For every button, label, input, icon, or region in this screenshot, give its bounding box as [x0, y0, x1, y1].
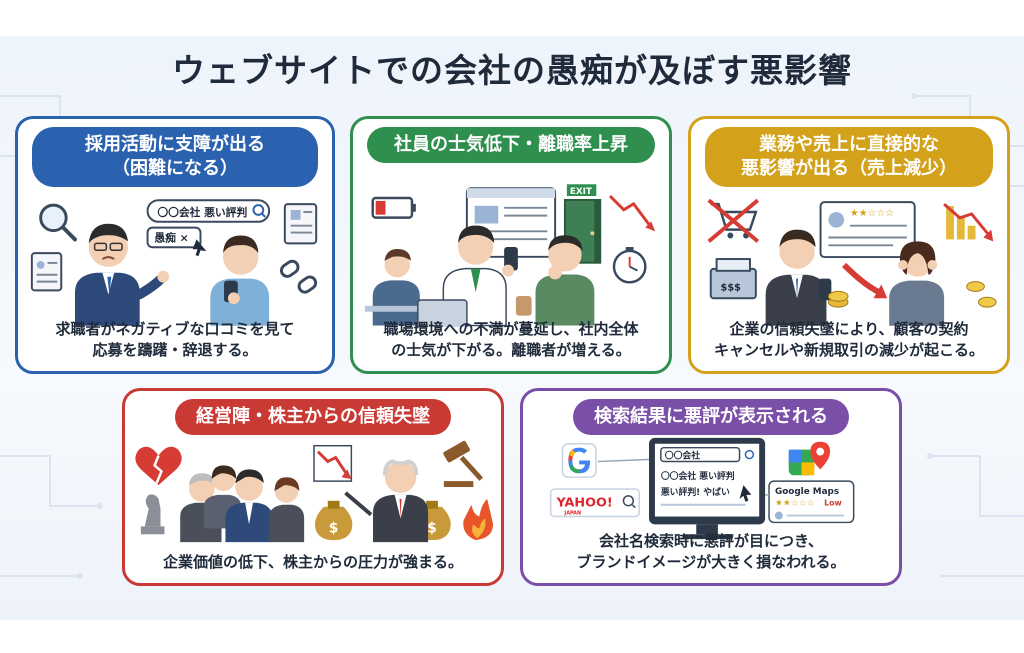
low-battery-icon — [371, 196, 416, 219]
card-heading-line: 悪影響が出る（売上減少） — [741, 158, 957, 179]
card-description-line: 企業の信頼失墜により、顧客の契約 — [729, 320, 969, 338]
exit-sign-text: EXIT — [570, 187, 592, 197]
cursor-icon — [192, 239, 207, 257]
cursor-icon — [739, 485, 752, 502]
card-description: 職場環境への不満が蔓延し、社内全体 の士気が下がる。離職者が増える。 — [359, 319, 663, 361]
card-illustration: 〇〇会社 悪い評判 愚痴 × — [24, 195, 326, 327]
monitor-search-text: 〇〇会社 — [665, 450, 701, 462]
card-description: 求職者がネガティブな口コミを見て 応募を躊躇・辞退する。 — [24, 319, 326, 361]
card-recruitment: 採用活動に支障が出る （困難になる） — [15, 116, 335, 374]
broken-heart-icon — [135, 446, 182, 486]
falling-bar-chart-icon — [943, 203, 994, 242]
chess-piece-icon — [140, 494, 165, 535]
maps-review-card: Google Maps ★★☆☆☆ Low — [768, 480, 855, 524]
card-heading-line: （困難になる） — [112, 158, 238, 179]
svg-text:$: $ — [427, 520, 437, 536]
yahoo-logo: YAHOO! JAPAN — [549, 488, 640, 518]
job-seeker-figure — [210, 235, 270, 326]
worried-woman-figure — [889, 241, 945, 326]
register-display-text: $$$ — [721, 282, 742, 293]
card-heading-line: 採用活動に支障が出る — [85, 134, 265, 155]
card-heading: 検索結果に悪評が表示される — [573, 399, 849, 435]
stopwatch-icon — [612, 247, 647, 284]
search-bar-text: 〇〇会社 悪い評判 — [157, 206, 247, 219]
card-description-line: 職場環境への不満が蔓延し、社内全体 — [383, 320, 639, 338]
fire-icon — [463, 498, 494, 541]
businessman-figure — [74, 223, 170, 326]
card-description-line: キャンセルや新規取引の減少が起こる。 — [713, 341, 984, 359]
yahoo-logo-subtext: JAPAN — [563, 511, 581, 517]
executives-group — [180, 465, 305, 543]
card-description-line: ブランドイメージが大きく損なわれる。 — [576, 553, 846, 571]
card-description-line: の士気が下がる。離職者が増える。 — [391, 341, 631, 359]
google-maps-icon — [788, 441, 831, 476]
card-description-line: 企業価値の低下、株主からの圧力が強まる。 — [162, 553, 463, 571]
cancelled-cart-icon — [707, 198, 760, 243]
demotivated-employee-figure — [515, 235, 595, 326]
tired-worker-figure — [364, 248, 444, 326]
card-description-line: 求職者がネガティブな口コミを見て — [55, 320, 295, 338]
card-description: 会社名検索時に悪評が目につき、 ブランドイメージが大きく損なわれる。 — [529, 531, 893, 573]
falling-chart-icon — [313, 444, 353, 482]
card-illustration: $$$ ★★☆☆☆ — [697, 195, 1001, 327]
falling-chart-icon — [609, 194, 656, 232]
monitor-window: 〇〇会社 〇〇会社 悪い評判 悪い評判! やばい — [649, 437, 766, 540]
angry-shareholder-figure — [344, 459, 429, 543]
card-shareholders: 経営陣・株主からの信頼失墜 — [122, 388, 504, 586]
card-heading: 社員の士気低下・離職率上昇 — [367, 127, 655, 163]
card-description-line: 会社名検索時に悪評が目につき、 — [599, 532, 823, 550]
keyword-chip: 愚痴 × — [146, 226, 207, 257]
document-icon — [283, 203, 318, 245]
maps-label: Google Maps — [775, 487, 839, 497]
card-search-results: 検索結果に悪評が表示される YAHOO! JAPAN — [520, 388, 902, 586]
search-result-line: 悪い評判! やばい — [661, 486, 730, 498]
keyword-chip-text: 愚痴 × — [154, 231, 188, 244]
broken-chain-icon — [279, 259, 318, 294]
rating-stars-icon: ★★☆☆☆ — [775, 499, 815, 509]
card-description-line: 応募を躊躇・辞退する。 — [92, 341, 258, 359]
card-heading: 業務や売上に直接的な 悪影響が出る（売上減少） — [705, 127, 993, 187]
gavel-icon — [443, 440, 484, 488]
card-sales: 業務や売上に直接的な 悪影響が出る（売上減少） $$$ — [688, 116, 1010, 374]
card-heading-line: 業務や売上に直接的な — [759, 134, 939, 155]
businessman-figure — [765, 229, 832, 326]
search-bar: 〇〇会社 悪い評判 — [146, 199, 271, 223]
page-title: ウェブサイトでの会社の愚痴が及ぼす悪影響 — [172, 51, 852, 90]
magnifier-icon — [39, 203, 77, 242]
card-description: 企業の信頼失墜により、顧客の契約 キャンセルや新規取引の減少が起こる。 — [697, 319, 1001, 361]
card-description: 企業価値の低下、株主からの圧力が強まる。 — [131, 552, 495, 573]
card-heading: 採用活動に支障が出る （困難になる） — [32, 127, 318, 187]
stressed-employee-figure — [417, 225, 518, 327]
yahoo-logo-text: YAHOO! — [556, 496, 613, 511]
google-logo-icon — [561, 443, 597, 478]
card-morale: 社員の士気低下・離職率上昇 — [350, 116, 672, 374]
coins-icon — [827, 281, 997, 308]
cash-register-icon: $$$ — [709, 258, 757, 300]
card-illustration: YAHOO! JAPAN 〇〇会社 〇〇会社 悪い評判 悪い評判! やばい — [529, 435, 893, 543]
review-window: ★★☆☆☆ — [819, 201, 916, 259]
card-illustration: EXIT — [359, 169, 663, 327]
svg-text:$: $ — [329, 520, 339, 536]
down-arrow-icon — [842, 262, 881, 296]
infographic-poster: ウェブサイトでの会社の愚痴が及ぼす悪影響 採用活動に支障が出る （困難になる） — [0, 36, 1024, 620]
card-heading-line: 社員の士気低下・離職率上昇 — [394, 134, 628, 155]
rating-stars-icon: ★★☆☆☆ — [850, 208, 894, 219]
card-heading-line: 経営陣・株主からの信頼失墜 — [196, 406, 430, 427]
card-heading: 経営陣・株主からの信頼失墜 — [175, 399, 451, 435]
resume-clipboard-icon — [30, 252, 63, 292]
money-bag-icon: $ — [314, 500, 353, 541]
maps-rating-text: Low — [824, 499, 842, 508]
card-heading-line: 検索結果に悪評が表示される — [594, 406, 828, 427]
card-illustration: $ $ — [131, 435, 495, 543]
search-result-line: 〇〇会社 悪い評判 — [661, 470, 735, 482]
